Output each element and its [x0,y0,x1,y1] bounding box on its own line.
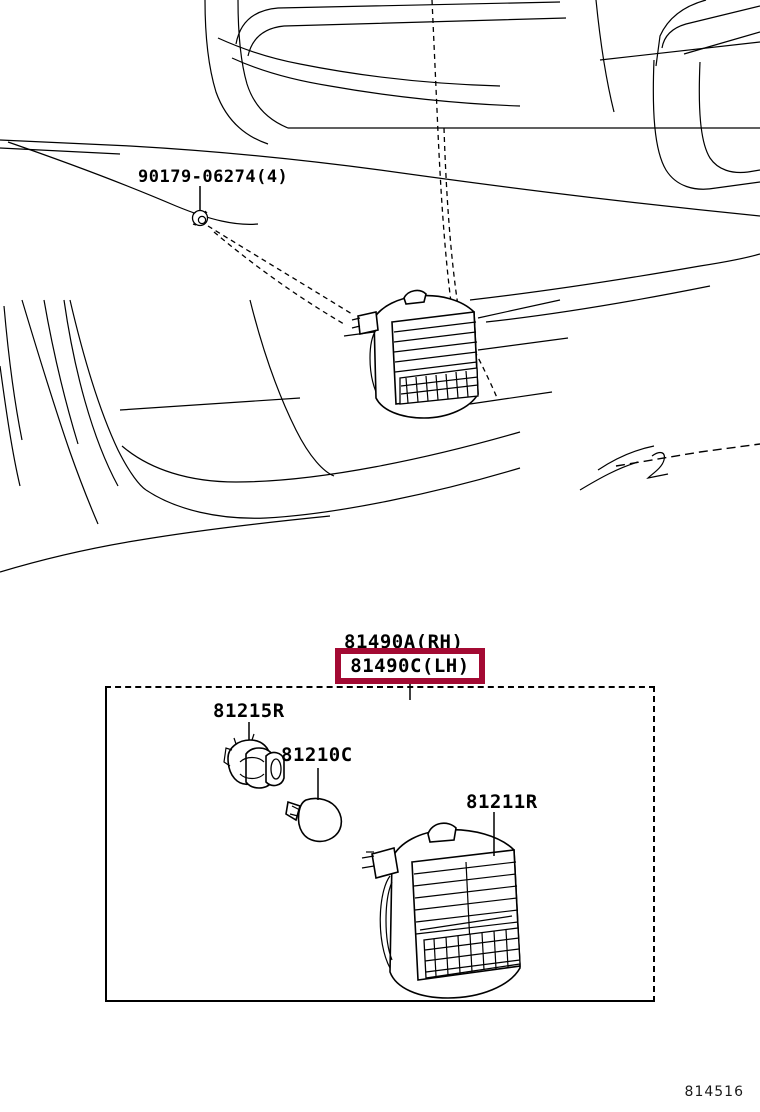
callout-label-lens: 81211R [466,791,538,813]
side-marker-lamp-vehicle [351,289,479,419]
assembly-label-rh: 81490A(RH) [344,631,464,653]
callout-label-clip: 90179-06274(4) [138,167,289,187]
callout-label-bulb: 81210C [281,744,353,766]
bulb-part [285,797,343,843]
callout-label-socket: 81215R [213,700,285,722]
vehicle-line-art [0,0,760,573]
bulb-socket-part [223,733,285,789]
assembly-label-lh: 81490C(LH) [350,655,470,677]
detail-panel-border [105,686,655,1002]
side-marker-lens-part [361,822,521,999]
assembly-label-highlight-box[interactable]: 81490C(LH) [335,648,485,684]
clip-fastener-icon [191,209,209,227]
diagram-reference-code: 814516 [684,1084,744,1100]
